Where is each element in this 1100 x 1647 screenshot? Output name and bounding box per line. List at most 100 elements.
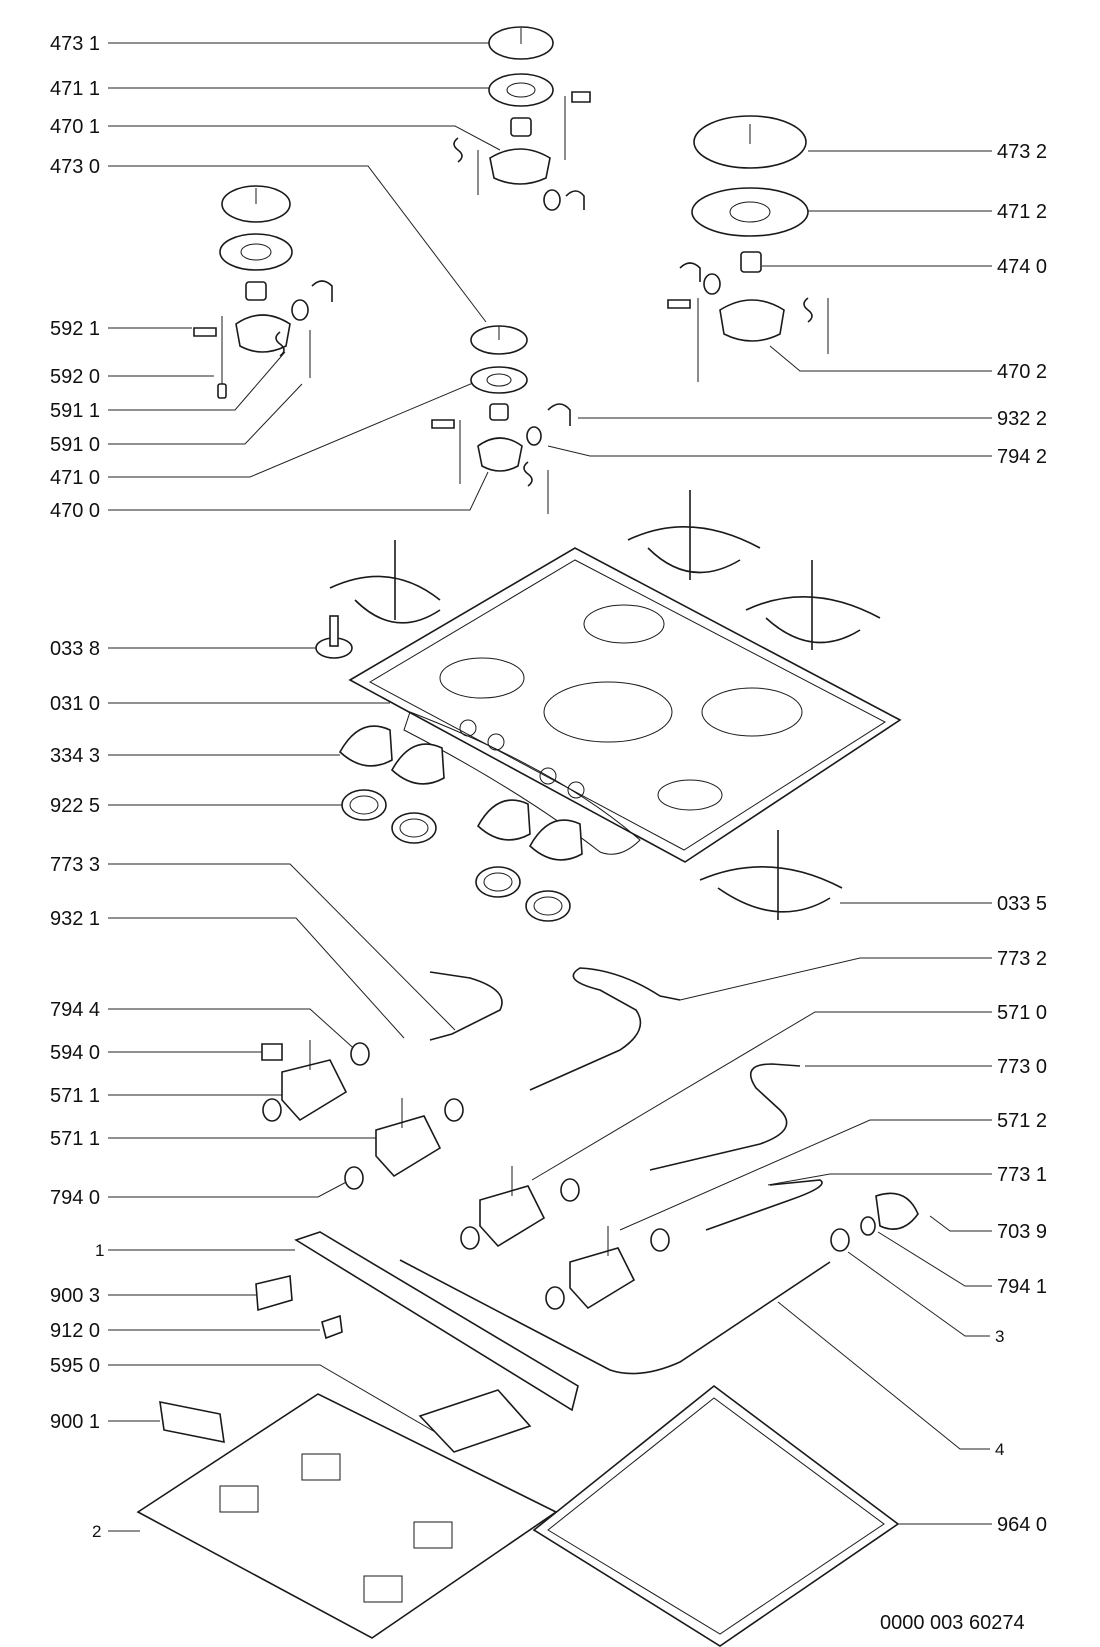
leader-4 — [777, 1301, 990, 1450]
leader-470-2 — [769, 345, 992, 372]
leader-3 — [847, 1251, 990, 1337]
burner-ring-471-2 — [691, 187, 809, 237]
label-571-1-b: 571 1 — [50, 1128, 100, 1150]
injector-470-1 — [510, 117, 532, 137]
injector-474-0 — [740, 251, 762, 273]
label-3: 3 — [995, 1327, 1004, 1346]
leader-794-2 — [547, 445, 992, 457]
support-bracket-1 — [294, 1231, 579, 1412]
leader-932-1 — [108, 917, 405, 1039]
gas-valves — [261, 1040, 919, 1310]
leader-470-1 — [108, 125, 501, 151]
leader-794-1 — [877, 1231, 992, 1287]
label-900-1: 900 1 — [50, 1411, 100, 1433]
burner-body-470-1 — [489, 148, 551, 185]
clip-900-3 — [255, 1275, 293, 1312]
label-794-1: 794 1 — [997, 1276, 1047, 1298]
label-912-0: 912 0 — [50, 1320, 100, 1342]
label-595-0: 595 0 — [50, 1355, 100, 1377]
leader-703-9 — [929, 1215, 992, 1232]
label-773-0: 773 0 — [997, 1056, 1047, 1078]
label-474-0: 474 0 — [997, 256, 1047, 278]
knob-334-3 — [338, 725, 393, 767]
label-594-0: 594 0 — [50, 1042, 100, 1064]
label-571-2: 571 2 — [997, 1110, 1047, 1132]
spring-591-1 — [275, 331, 285, 357]
pan-support-033-5 — [699, 830, 843, 920]
label-473-0: 473 0 — [50, 156, 100, 178]
label-2: 2 — [92, 1522, 101, 1541]
leader-773-3 — [108, 863, 456, 1031]
seal-964-0 — [532, 1384, 900, 1647]
burner-body-470-2 — [719, 299, 785, 342]
label-592-0: 592 0 — [50, 366, 100, 388]
burner-ring-471-0 — [470, 366, 528, 394]
leader-773-2 — [679, 957, 992, 1001]
label-470-2: 470 2 — [997, 361, 1047, 383]
injector-left — [245, 281, 267, 301]
bezel-922-5 — [341, 789, 387, 821]
pan-support-left — [329, 540, 441, 624]
leader-473-0 — [108, 165, 487, 323]
pipe-773-1 — [705, 1179, 823, 1231]
lower-parts — [136, 1231, 900, 1647]
label-471-1: 471 1 — [50, 78, 100, 100]
leader-773-1 — [767, 1173, 992, 1186]
leader-591-0 — [108, 383, 303, 445]
burner-assembly-1 — [453, 26, 591, 211]
label-571-0: 571 0 — [997, 1002, 1047, 1024]
leader-571-0 — [531, 1011, 992, 1181]
washer-794-1 — [860, 1216, 876, 1236]
label-773-1: 773 1 — [997, 1164, 1047, 1186]
label-470-0: 470 0 — [50, 500, 100, 522]
manifold-pipe-1 — [399, 1259, 831, 1375]
label-4: 4 — [995, 1440, 1004, 1459]
leader-571-2 — [619, 1119, 992, 1231]
spring-clip-900-1 — [159, 1400, 225, 1444]
valve-571-1-a — [281, 1059, 348, 1122]
leader-595-0 — [108, 1364, 443, 1437]
hob-plate — [348, 547, 902, 863]
label-900-3: 900 3 — [50, 1285, 100, 1307]
clip-594-0 — [261, 1043, 283, 1061]
document-number: 0000 003 60274 — [880, 1612, 1025, 1634]
label-922-5: 922 5 — [50, 795, 100, 817]
washer-794-0 — [344, 1166, 364, 1190]
label-773-2: 773 2 — [997, 948, 1047, 970]
elbow-703-9 — [875, 1192, 919, 1230]
valve-571-1-b — [375, 1115, 442, 1178]
pipe-773-0 — [649, 1063, 801, 1171]
label-794-4: 794 4 — [50, 999, 100, 1021]
burner-body-left — [235, 314, 291, 353]
label-794-0: 794 0 — [50, 1187, 100, 1209]
burner-assembly-left — [193, 185, 333, 399]
label-571-1-a: 571 1 — [50, 1085, 100, 1107]
label-964-0: 964 0 — [997, 1514, 1047, 1536]
label-591-0: 591 0 — [50, 434, 100, 456]
burner-body-470-0 — [477, 437, 523, 472]
gas-pipes — [399, 967, 831, 1375]
label-794-2: 794 2 — [997, 446, 1047, 468]
label-932-1: 932 1 — [50, 908, 100, 930]
screw-912-0 — [321, 1314, 343, 1340]
label-592-1: 592 1 — [50, 318, 100, 340]
burner-ring-471-1 — [488, 73, 554, 107]
valve-571-0 — [479, 1185, 546, 1248]
clip-932-2 — [547, 403, 571, 426]
leader-591-1 — [108, 351, 286, 411]
right-callouts: 473 2 471 2 474 0 470 2 932 2 794 2 033 … — [531, 141, 1047, 1536]
label-470-1: 470 1 — [50, 116, 100, 138]
clip-592-1 — [193, 327, 217, 337]
burner-assembly-center — [431, 325, 571, 514]
pan-supports — [329, 490, 881, 920]
left-callouts: 473 1 471 1 470 1 473 0 592 1 592 0 591 … — [50, 33, 501, 1541]
pan-support-top-right — [627, 490, 761, 580]
leader-470-0 — [108, 471, 489, 511]
label-471-2: 471 2 — [997, 201, 1047, 223]
label-473-1: 473 1 — [50, 33, 100, 55]
label-773-3: 773 3 — [50, 854, 100, 876]
hob-top-031-0 — [348, 547, 902, 863]
leader-794-0 — [108, 1177, 355, 1198]
label-1: 1 — [95, 1241, 104, 1260]
